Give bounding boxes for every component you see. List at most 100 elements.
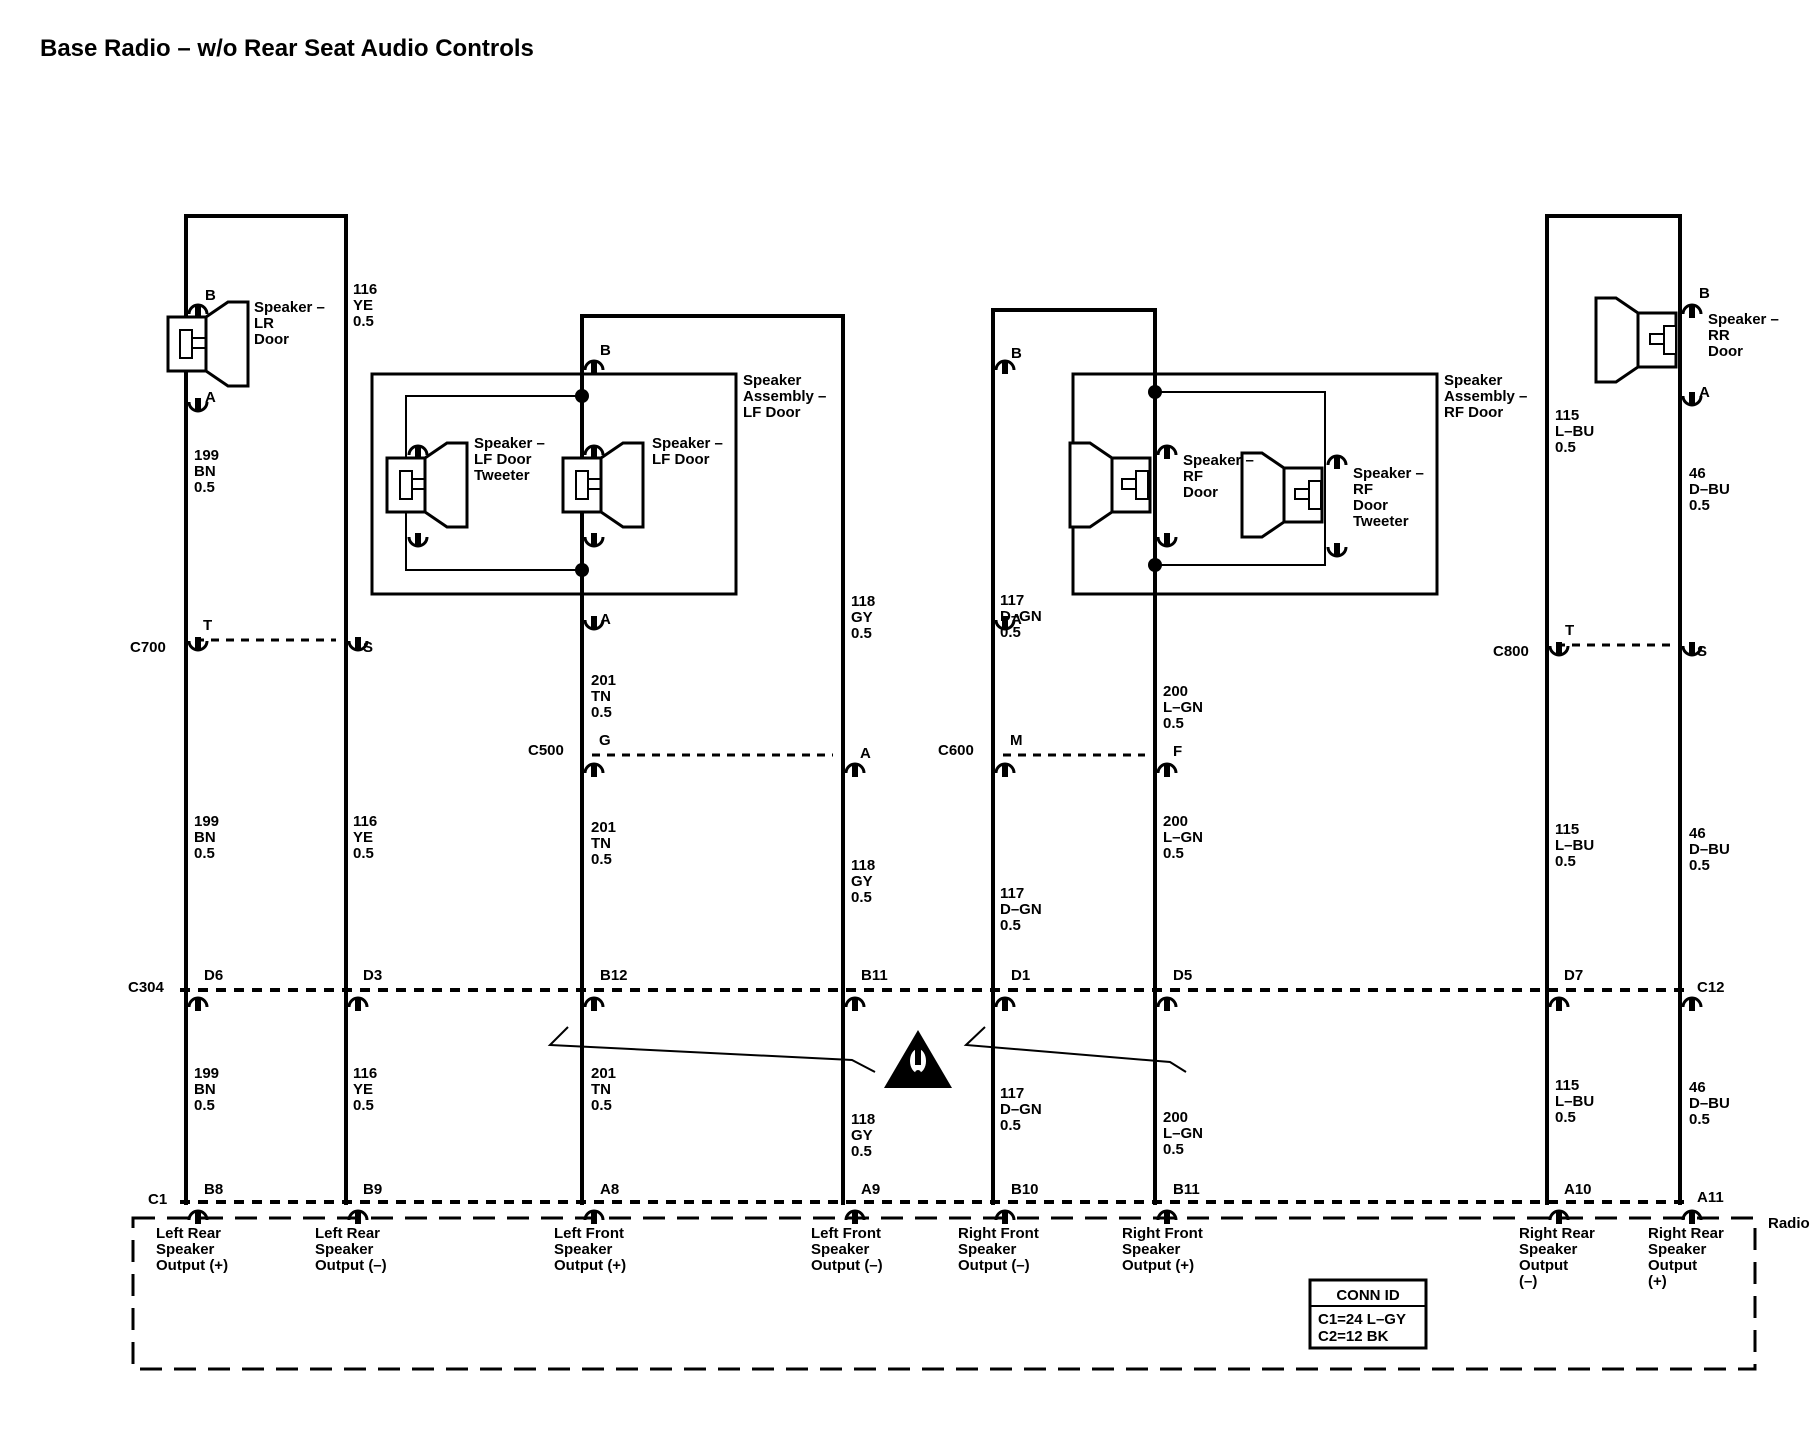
assembly-label: Assembly – — [743, 388, 826, 405]
svg-text:C12: C12 — [1697, 979, 1725, 996]
svg-text:Output: Output — [1519, 1257, 1568, 1274]
speaker-label: Door — [1708, 343, 1743, 360]
svg-text:B10: B10 — [1011, 1181, 1039, 1198]
speaker-lr-icon — [166, 300, 250, 388]
speaker-label: RF — [1183, 468, 1203, 485]
svg-text:0.5: 0.5 — [1689, 857, 1710, 874]
pin-label: B — [600, 342, 611, 359]
conn-id-line: C1=24 L–GY — [1318, 1311, 1406, 1328]
svg-text:200: 200 — [1163, 683, 1188, 700]
speaker-label: LR — [254, 315, 274, 332]
warning-triangle-icon — [884, 1030, 952, 1088]
svg-text:Output: Output — [1648, 1257, 1697, 1274]
svg-text:116: 116 — [353, 1065, 377, 1082]
svg-text:Speaker: Speaker — [1648, 1241, 1707, 1258]
svg-text:0.5: 0.5 — [1163, 715, 1184, 732]
svg-text:0.5: 0.5 — [591, 851, 612, 868]
svg-text:201: 201 — [591, 1065, 616, 1082]
svg-text:D6: D6 — [204, 967, 223, 984]
connector-c600-label: C600 — [938, 742, 974, 759]
svg-text:Speaker: Speaker — [315, 1241, 374, 1258]
connector-dash-lines — [180, 638, 1690, 1204]
svg-text:GY: GY — [851, 609, 873, 626]
svg-text:TN: TN — [591, 1081, 611, 1098]
svg-text:118: 118 — [851, 593, 875, 610]
svg-text:199: 199 — [194, 1065, 219, 1082]
svg-text:116: 116 — [353, 281, 377, 298]
svg-text:B9: B9 — [363, 1181, 382, 1198]
assembly-label: Assembly – — [1444, 388, 1527, 405]
svg-text:0.5: 0.5 — [353, 845, 374, 862]
svg-text:BN: BN — [194, 463, 216, 480]
svg-text:Right Rear: Right Rear — [1519, 1225, 1595, 1242]
svg-text:D5: D5 — [1173, 967, 1192, 984]
svg-text:199: 199 — [194, 447, 219, 464]
speaker-label: RF — [1353, 481, 1373, 498]
speaker-label: Door — [254, 331, 289, 348]
svg-text:B11: B11 — [1173, 1181, 1200, 1198]
svg-text:Speaker: Speaker — [1519, 1241, 1578, 1258]
svg-text:46: 46 — [1689, 825, 1706, 842]
svg-text:Output (–): Output (–) — [811, 1257, 883, 1274]
svg-text:GY: GY — [851, 1127, 873, 1144]
svg-text:L–BU: L–BU — [1555, 1093, 1594, 1110]
svg-text:Right Front: Right Front — [1122, 1225, 1203, 1242]
svg-text:Speaker: Speaker — [958, 1241, 1017, 1258]
svg-text:115: 115 — [1555, 821, 1579, 838]
svg-text:D–BU: D–BU — [1689, 1095, 1730, 1112]
svg-text:A10: A10 — [1564, 1181, 1592, 1198]
speaker-label: Speaker – — [1708, 311, 1779, 328]
svg-text:T: T — [203, 617, 212, 634]
svg-text:BN: BN — [194, 829, 216, 846]
connector-c800-label: C800 — [1493, 643, 1529, 660]
page-title: Base Radio – w/o Rear Seat Audio Control… — [40, 35, 534, 62]
speaker-label: RR — [1708, 327, 1730, 344]
svg-text:0.5: 0.5 — [194, 1097, 215, 1114]
svg-text:YE: YE — [353, 1081, 373, 1098]
svg-text:115: 115 — [1555, 1077, 1579, 1094]
speaker-label: Speaker – — [1183, 452, 1254, 469]
svg-text:Speaker: Speaker — [554, 1241, 613, 1258]
svg-text:YE: YE — [353, 297, 373, 314]
pin-label: B — [205, 287, 216, 304]
svg-text:D–GN: D–GN — [1000, 1101, 1042, 1118]
radio-output-labels: Radio Left Rear Speaker Output (+) Left … — [156, 1215, 1810, 1290]
svg-text:201: 201 — [591, 672, 616, 689]
svg-text:0.5: 0.5 — [194, 479, 215, 496]
svg-text:201: 201 — [591, 819, 616, 836]
speaker-label: Speaker – — [254, 299, 325, 316]
svg-text:L–BU: L–BU — [1555, 423, 1594, 440]
svg-text:0.5: 0.5 — [1163, 1141, 1184, 1158]
svg-text:200: 200 — [1163, 1109, 1188, 1126]
speaker-lf-door-icon — [561, 441, 645, 529]
speaker-label: Door — [1353, 497, 1388, 514]
svg-text:F: F — [1173, 743, 1182, 760]
svg-text:T: T — [1565, 622, 1574, 639]
svg-text:0.5: 0.5 — [591, 1097, 612, 1114]
speaker-label: Speaker – — [1353, 465, 1424, 482]
svg-text:D–BU: D–BU — [1689, 841, 1730, 858]
svg-text:Speaker: Speaker — [811, 1241, 870, 1258]
svg-text:A11: A11 — [1697, 1189, 1724, 1206]
conn-id-header: CONN ID — [1336, 1287, 1400, 1304]
svg-text:S: S — [1697, 643, 1707, 660]
svg-text:A8: A8 — [600, 1181, 619, 1198]
svg-text:D–BU: D–BU — [1689, 481, 1730, 498]
wire-labels: 199 BN 0.5 116 YE 0.5 201 TN 0.5 118 GY … — [194, 281, 1730, 1160]
speaker-rr-icon — [1594, 296, 1678, 384]
svg-text:0.5: 0.5 — [1000, 1117, 1021, 1134]
svg-text:Output (–): Output (–) — [958, 1257, 1030, 1274]
svg-text:B11: B11 — [861, 967, 888, 984]
speaker-rf-door-icon — [1068, 441, 1152, 529]
svg-text:A9: A9 — [861, 1181, 880, 1198]
speaker-label: LF Door — [474, 451, 532, 468]
lf-assembly-box — [370, 372, 738, 596]
assembly-label: LF Door — [743, 404, 801, 421]
svg-text:0.5: 0.5 — [1163, 845, 1184, 862]
svg-text:B8: B8 — [204, 1181, 223, 1198]
speaker-labels: B A Speaker – LR Door B A Speaker – RR D… — [205, 285, 1779, 628]
speaker-label: Speaker – — [474, 435, 545, 452]
pin-label: A — [600, 611, 611, 628]
assembly-label: RF Door — [1444, 404, 1503, 421]
